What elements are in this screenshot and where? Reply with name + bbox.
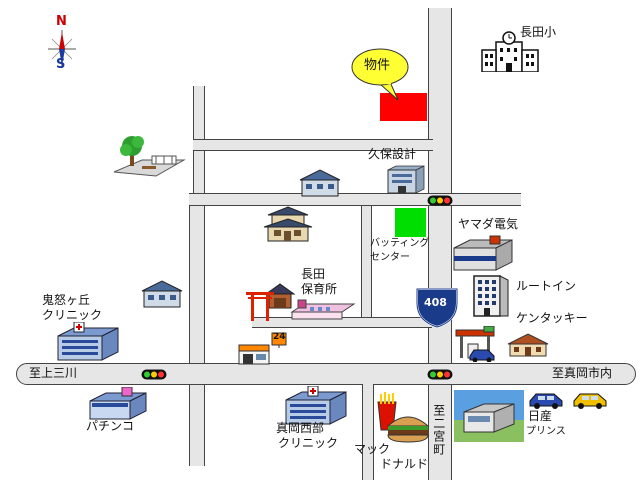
electronics-store-icon xyxy=(453,235,513,271)
park-icon xyxy=(113,136,186,177)
road-main-north-south xyxy=(428,8,452,480)
house-icon xyxy=(299,169,341,197)
nursery-building-icon xyxy=(290,299,356,320)
kubo-sekkei-label: 久保設計 xyxy=(368,147,417,161)
hospital-icon xyxy=(57,322,119,361)
office-building-icon xyxy=(387,165,425,194)
nagata-nursery-label-line1: 長田 xyxy=(301,267,326,281)
mcdonalds-label-line1: マック xyxy=(354,442,391,456)
mcdonalds-label-line2: ドナルド xyxy=(380,457,429,471)
compass-rose-icon xyxy=(48,30,76,68)
nissan-label-line1: 日産 xyxy=(528,409,553,423)
pachinko-label: パチンコ xyxy=(86,419,135,433)
route-inn-label: ルートイン xyxy=(516,279,577,293)
car-dealer-building-icon xyxy=(454,390,524,442)
house-icon xyxy=(141,280,183,308)
store-24-label: 24 xyxy=(273,332,286,342)
route-number-label: 408 xyxy=(424,296,447,309)
school-icon xyxy=(481,31,539,72)
property-marker[interactable] xyxy=(380,93,427,121)
store-24-sign-icon xyxy=(271,332,287,348)
traffic-signal-icon xyxy=(141,369,167,380)
to-moka-label: 至真岡市内 xyxy=(552,366,613,380)
hospital-icon xyxy=(285,386,347,425)
shrine-icon xyxy=(246,283,296,321)
road-main-east-west xyxy=(16,363,636,385)
pachinko-parlor-icon xyxy=(89,387,147,420)
nissan-label-line2: プリンス xyxy=(526,426,566,437)
yamada-denki-label: ヤマダ電気 xyxy=(458,217,519,231)
car-icon xyxy=(529,393,563,409)
road-lower-center-vertical xyxy=(362,384,374,480)
car-icon xyxy=(469,349,495,362)
road-center-vertical xyxy=(361,196,372,320)
batting-center-marker[interactable] xyxy=(395,208,426,237)
kinugawa-clinic-label-line1: 鬼怒ヶ丘 xyxy=(42,293,91,307)
restaurant-icon xyxy=(507,333,549,357)
hotel-icon xyxy=(473,275,509,317)
speech-bubble-icon xyxy=(351,48,409,101)
compass-south-label: S xyxy=(56,57,66,72)
convenience-store-icon xyxy=(238,344,270,365)
traffic-signal-icon xyxy=(427,195,453,206)
road-upper-horizontal xyxy=(193,139,433,151)
house-icon xyxy=(263,206,313,242)
nagata-nursery-label-line2: 保育所 xyxy=(301,282,338,296)
car-icon xyxy=(573,393,607,409)
moka-west-clinic-label-line2: クリニック xyxy=(278,436,339,450)
kfc-label: ケンタッキー xyxy=(516,311,588,325)
compass-north-label: N xyxy=(56,14,67,29)
property-label: 物件 xyxy=(364,58,391,73)
fast-food-icon xyxy=(377,392,430,443)
road-left-vertical xyxy=(189,196,205,466)
moka-west-clinic-label-line1: 真岡西部 xyxy=(276,421,325,435)
road-middle-horizontal xyxy=(189,193,521,206)
route-shield-icon xyxy=(416,288,458,329)
traffic-signal-icon xyxy=(427,369,453,380)
nagata-elementary-label: 長田小 xyxy=(520,25,557,39)
kinugawa-clinic-label-line2: クリニック xyxy=(42,308,103,322)
batting-center-label-line1: バッティング xyxy=(370,238,430,249)
to-ninomiya-label: 至二宮町 xyxy=(431,404,446,456)
to-kaminokawa-label: 至上三川 xyxy=(29,366,78,380)
batting-center-label-line2: センター xyxy=(370,252,410,263)
